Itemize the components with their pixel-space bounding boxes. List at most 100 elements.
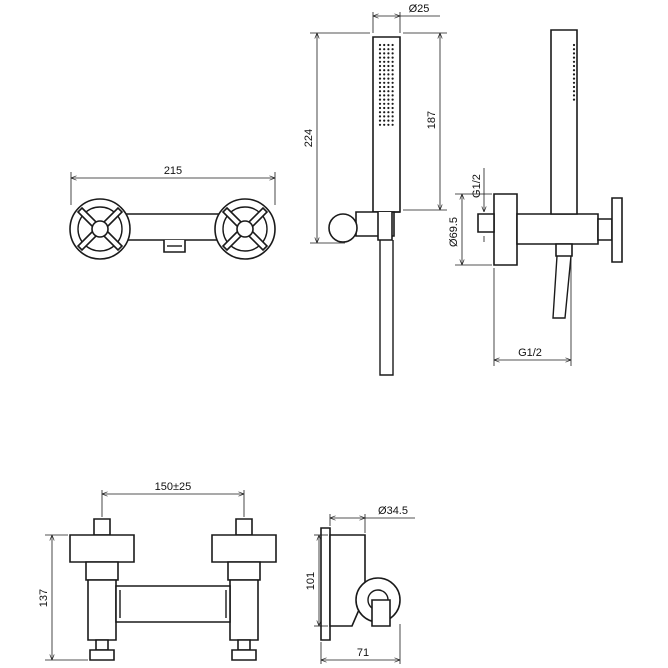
nozzle-dot [387,98,390,101]
nozzle-dot [378,102,382,105]
nozzle-dot [378,77,382,80]
nozzle-dot [572,43,576,47]
nozzle-dot [387,64,390,68]
nozzle-dot [378,56,382,59]
side-handle [611,197,623,263]
nozzle-dot [383,98,386,101]
nozzle-dot [391,111,394,114]
nozzle-dot [391,119,394,122]
nozzle-dot [391,94,394,97]
nozzle-dot [387,52,390,55]
nozzle-dot [378,94,382,97]
nozzle-dot [383,64,386,68]
nozzle-dot [387,115,390,118]
dimension-height-101: 101 [305,534,328,627]
nozzle-dot [391,81,394,84]
left-column [87,579,117,641]
dimension-depth-71: 71 [320,624,401,664]
dimension-height-137: 137 [38,534,88,661]
nozzle-dot [387,56,390,59]
nozzle-dot [383,77,386,80]
nozzle-dot [572,85,576,89]
nozzle-dot [391,123,394,126]
nozzle-dot [391,56,394,59]
nozzle-dot [572,69,576,72]
dimension-g12-bottom: G1/2 [493,258,572,366]
nozzle-dot [572,60,576,63]
wall-plate [493,193,518,266]
dimension-height-187: 187 [403,32,447,211]
nozzle-dot [378,69,382,72]
dimension-label-71: 71 [357,647,369,659]
hose [379,240,394,376]
nozzle-dot [387,69,390,72]
nozzle-dot [383,115,386,118]
nozzle-dot [378,119,382,122]
nozzle-dot [378,111,382,114]
right-flange [211,534,277,563]
dimension-diameter-69-5: Ø69.5 [448,193,492,266]
dimension-label-101: 101 [305,572,317,590]
dimension-label-224: 224 [303,129,315,147]
right-column [229,579,259,641]
nozzle-dot [572,90,576,93]
nozzle-dot [378,123,382,126]
dimension-label-g12-bottom: G1/2 [518,347,542,359]
nozzle-dot [387,90,390,93]
nozzle-dot [378,52,382,55]
nozzle-dot [391,69,394,72]
right-handle [214,198,276,260]
front-view-bottom: 150±25 137 [38,481,277,661]
nozzle-dot [383,52,386,55]
nozzle-dot [387,85,390,89]
nozzle-dot [387,48,390,51]
nozzle-dot [387,123,390,126]
holder-wall-plate [320,527,331,641]
nozzle-dot [572,73,576,76]
nozzle-dot [391,77,394,80]
bottom-body [115,585,231,623]
nozzle-dot [383,81,386,84]
nozzle-dot [383,111,386,114]
dimension-g12-top: G1/2 [471,168,484,242]
nozzle-dots [378,43,394,126]
dimension-diameter-25: Ø25 [372,3,440,33]
nozzle-dot [572,64,576,68]
nozzle-dot [387,94,390,97]
nozzle-dot [572,81,576,84]
nozzle-dot [387,102,390,105]
nozzle-dot [572,52,576,55]
side-nozzle-dots [572,43,576,101]
nozzle-dot [391,64,394,68]
side-body [516,213,599,245]
nozzle-dot [572,48,576,51]
nozzle-dot [387,119,390,122]
nozzle-dot [378,98,382,101]
dimension-label-187: 187 [426,111,438,129]
nozzle-dot [387,77,390,80]
dimension-height-224: 224 [303,32,370,244]
dimension-label-g12-top: G1/2 [471,174,483,198]
nozzle-dot [378,43,382,47]
nozzle-dot [383,94,386,97]
nozzle-dot [383,69,386,72]
nozzle-dot [383,123,386,126]
nozzle-dot [383,106,386,110]
nozzle-dot [378,85,382,89]
dimension-label-137: 137 [38,589,50,607]
nozzle-dot [391,60,394,63]
nozzle-dot [572,56,576,59]
nozzle-dot [378,48,382,51]
nozzle-dot [387,81,390,84]
nozzle-dot [391,52,394,55]
nozzle-dot [383,60,386,63]
nozzle-dot [383,102,386,105]
dimension-center-distance: 150±25 [101,481,245,517]
nozzle-dot [391,106,394,110]
nozzle-dot [378,64,382,68]
side-shower-handle [550,29,578,215]
holder-ball [328,213,358,243]
nozzle-dot [383,90,386,93]
dimension-width: 215 [70,165,276,205]
